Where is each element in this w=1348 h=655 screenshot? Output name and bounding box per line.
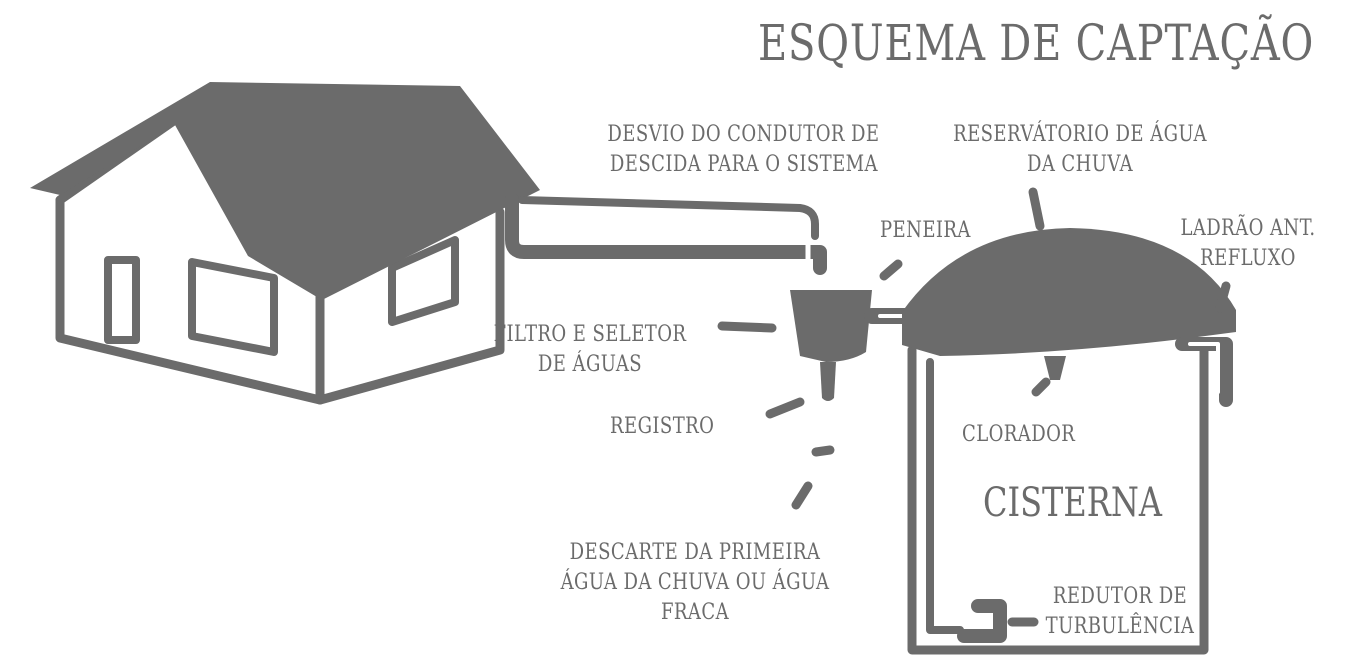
label-redutor: REDUTOR DE TURBULÊNCIA	[1038, 582, 1202, 642]
diagram-title: ESQUEMA DE CAPTAÇÃO	[757, 14, 1314, 72]
label-descarte-line-2: ÁGUA DA CHUVA OU ÁGUA	[560, 570, 830, 595]
pointer-clorador	[1031, 377, 1051, 397]
label-ladrao: LADRÃO ANT. REFLUXO	[1174, 214, 1322, 274]
label-desvio-line-1: DESVIO DO CONDUTOR DE	[607, 122, 880, 147]
house-door	[104, 256, 140, 344]
label-filtro-line-2: DE ÁGUAS	[537, 352, 643, 377]
label-cisterna: CISTERNA	[983, 480, 1162, 526]
reservoir-dome	[902, 228, 1236, 356]
pointer-registro	[765, 397, 805, 419]
pointer-strokes	[717, 187, 1231, 627]
label-descarte: DESCARTE DA PRIMEIRA ÁGUA DA CHUVA OU ÁG…	[543, 538, 846, 628]
house-side-window	[388, 236, 459, 326]
label-descarte-line-1: DESCARTE DA PRIMEIRA	[569, 540, 821, 565]
pointer-filtro	[717, 321, 777, 333]
label-reservatorio-line-2: DA CHUVA	[1026, 152, 1134, 177]
overflow-pipe	[1175, 337, 1233, 407]
downspout-diversion	[505, 193, 827, 275]
pointer-ladrao	[1215, 281, 1231, 313]
label-desvio: DESVIO DO CONDUTOR DE DESCIDA PARA O SIS…	[607, 120, 880, 180]
chlorinator	[1044, 356, 1066, 380]
label-filtro: FILTRO E SELETOR DE ÁGUAS	[467, 320, 713, 380]
label-reservatorio: RESERVÁTORIO DE ÁGUA DA CHUVA	[949, 120, 1211, 180]
label-descarte-line-3: FRACA	[660, 600, 730, 625]
label-registro: REGISTRO	[610, 414, 715, 439]
label-filtro-line-1: FILTRO E SELETOR	[493, 322, 687, 347]
label-reservatorio-line-1: RESERVÁTORIO DE ÁGUA	[953, 122, 1207, 147]
label-clorador: CLORADOR	[962, 422, 1076, 447]
label-desvio-line-2: DESCIDA PARA O SISTEMA	[609, 152, 878, 177]
pointer-descarte-1	[811, 445, 835, 457]
label-ladrao-line-2: REFLUXO	[1200, 246, 1296, 271]
cistern	[907, 345, 1209, 655]
house	[55, 115, 505, 405]
house-front-window	[188, 258, 278, 356]
label-redutor-line-1: REDUTOR DE	[1052, 584, 1188, 609]
label-peneira: PENEIRA	[880, 218, 971, 243]
pointer-peneira	[879, 259, 903, 281]
filter-unit	[790, 290, 872, 401]
label-redutor-line-2: TURBULÊNCIA	[1045, 614, 1195, 639]
label-ladrao-line-1: LADRÃO ANT.	[1180, 216, 1316, 241]
pointer-descarte-2	[791, 481, 813, 510]
pointer-reservatorio	[1028, 187, 1045, 231]
house-roof	[30, 82, 540, 300]
